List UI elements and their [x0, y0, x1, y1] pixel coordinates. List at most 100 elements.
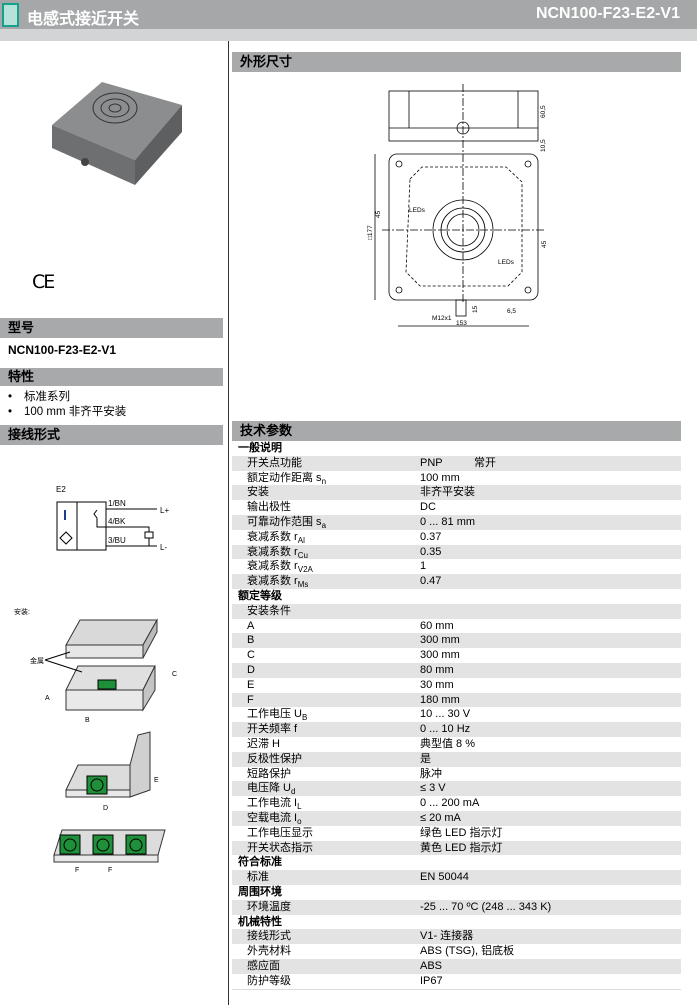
spec-label-text: 防护等级	[247, 974, 291, 987]
spec-label-subscript: n	[321, 476, 327, 486]
spec-label: 短路保护	[247, 767, 291, 782]
spec-label: 衰减系数 rAl	[247, 530, 305, 545]
spec-label: F	[247, 693, 254, 708]
dim-153: 153	[456, 320, 467, 327]
spec-value-secondary: 常开	[474, 456, 496, 469]
spec-label-subscript: o	[297, 816, 302, 826]
spec-row: 开关频率 f 0 ... 10 Hz	[232, 722, 681, 737]
spec-label: 外壳材料	[247, 944, 291, 959]
section-type-heading: 型号	[0, 318, 223, 338]
spec-value: ≤ 3 V	[420, 782, 446, 795]
spec-label-subscript: d	[291, 787, 296, 797]
spec-label-text: 开关频率 f	[247, 723, 298, 736]
spec-value: 0 ... 10 Hz	[420, 723, 471, 736]
spec-value: DC	[420, 501, 436, 514]
spec-value: 180 mm	[420, 693, 460, 706]
spec-row: 反极性保护是	[232, 751, 681, 767]
spec-row: 外壳材料 ABS (TSG), 铝底板	[232, 944, 681, 959]
spec-label-text: 接线形式	[247, 930, 291, 943]
spec-value: -25 ... 70 ºC (248 ... 343 K)	[420, 900, 552, 913]
spec-label-text: 衰减系数 r	[247, 575, 298, 588]
mounting-title: 安装:	[14, 607, 30, 616]
dim-45: 45	[375, 210, 382, 218]
spec-value: 10 ... 30 V	[420, 708, 471, 721]
spec-label: 迟滞 H	[247, 737, 280, 752]
feature-item: •标准系列	[8, 388, 70, 404]
spec-group-heading: 一般说明	[238, 442, 282, 454]
spec-label-text: 额定动作距离 s	[247, 471, 322, 484]
spec-label-text: 可靠动作范围 s	[247, 515, 322, 528]
spec-label: 感应面	[247, 959, 280, 974]
dim-15: 15	[472, 305, 479, 313]
spec-label: 工作电压显示	[247, 826, 313, 841]
pin-label: 4/BK	[108, 517, 126, 526]
leds-label: LEDs	[409, 207, 426, 214]
dim-label-f: F	[75, 867, 79, 874]
spec-group-heading: 额定等级	[238, 589, 282, 602]
title-bar	[0, 0, 697, 29]
spec-value: PNP	[420, 456, 443, 469]
spec-group-heading: 周围环境	[238, 885, 282, 898]
wiring-diagram: E2 1/BN 4/BK 3/BU L+ L-	[56, 485, 169, 552]
dimension-drawing: 60,5 10,5 □177 45 45 LEDs LEDs M12x1 15 …	[367, 84, 548, 327]
spec-label: 输出极性	[247, 500, 291, 515]
spec-label-text: 开关点功能	[247, 456, 302, 469]
spec-label-text: E	[247, 678, 255, 691]
spec-label-text: 衰减系数 r	[247, 560, 298, 573]
spec-label-text: 开关状态指示	[247, 841, 313, 854]
sub-bar	[0, 29, 697, 41]
mounting-diagram: 安装: 金属 A B C D E F F	[14, 607, 177, 874]
spec-row: 安装条件	[232, 603, 681, 619]
spec-row: 安装非齐平安装	[232, 485, 681, 501]
spec-value: 0 ... 200 mA	[420, 797, 480, 810]
spec-label: 安装	[247, 485, 269, 500]
dim-label-a: A	[45, 695, 50, 702]
type-value: NCN100-F23-E2-V1	[8, 343, 117, 357]
bullet: •	[8, 391, 13, 403]
thread-label: M12x1	[432, 315, 452, 322]
dim-side: □177	[367, 225, 374, 240]
feature-text: 100 mm 非齐平安装	[24, 406, 127, 418]
brand-square-icon	[2, 3, 19, 27]
spec-label-text: 输出极性	[247, 501, 291, 514]
spec-value: ABS (TSG), 铝底板	[420, 945, 515, 958]
spec-label: 衰减系数 rV2A	[247, 559, 313, 574]
spec-value: ≤ 20 mA	[420, 811, 461, 824]
spec-label-text: 环境温度	[247, 900, 291, 913]
spec-row: 开关状态指示黄色 LED 指示灯	[232, 840, 681, 856]
spec-label-text: 短路保护	[247, 767, 291, 780]
spec-group-heading: 符合标准	[238, 856, 282, 869]
section-spec-heading: 技术参数	[232, 421, 681, 441]
pin-label: 3/BU	[108, 536, 126, 545]
spec-row: 空载电流 Io≤ 20 mA	[232, 810, 681, 826]
product-photo	[52, 82, 182, 185]
spec-value: 300 mm	[420, 649, 460, 662]
spec-label: 可靠动作范围 sa	[247, 515, 326, 530]
column-divider	[228, 41, 229, 1005]
metal-label: 金属	[30, 656, 44, 665]
spec-label-text: C	[247, 649, 255, 662]
spec-label: 衰减系数 rMs	[247, 574, 308, 589]
spec-label-text: 反极性保护	[247, 752, 302, 765]
spec-label: 工作电压 UB	[247, 707, 307, 722]
spec-row: 工作电压显示绿色 LED 指示灯	[232, 826, 681, 841]
dim-label-f: F	[108, 867, 112, 874]
wiring-code: E2	[56, 485, 66, 494]
spec-label-subscript: V2A	[297, 565, 313, 575]
spec-label-text: 电压降 U	[247, 782, 291, 795]
dim-base: 10,5	[540, 139, 547, 152]
spec-value: IP67	[420, 974, 443, 987]
spec-label: 开关状态指示	[247, 841, 313, 856]
spec-value: 80 mm	[420, 663, 454, 676]
spec-label: 环境温度	[247, 900, 291, 915]
spec-value: 0.47	[420, 575, 442, 588]
spec-label-text: 外壳材料	[247, 945, 291, 958]
spec-label: 防护等级	[247, 974, 291, 989]
dim-45: 45	[541, 240, 548, 248]
